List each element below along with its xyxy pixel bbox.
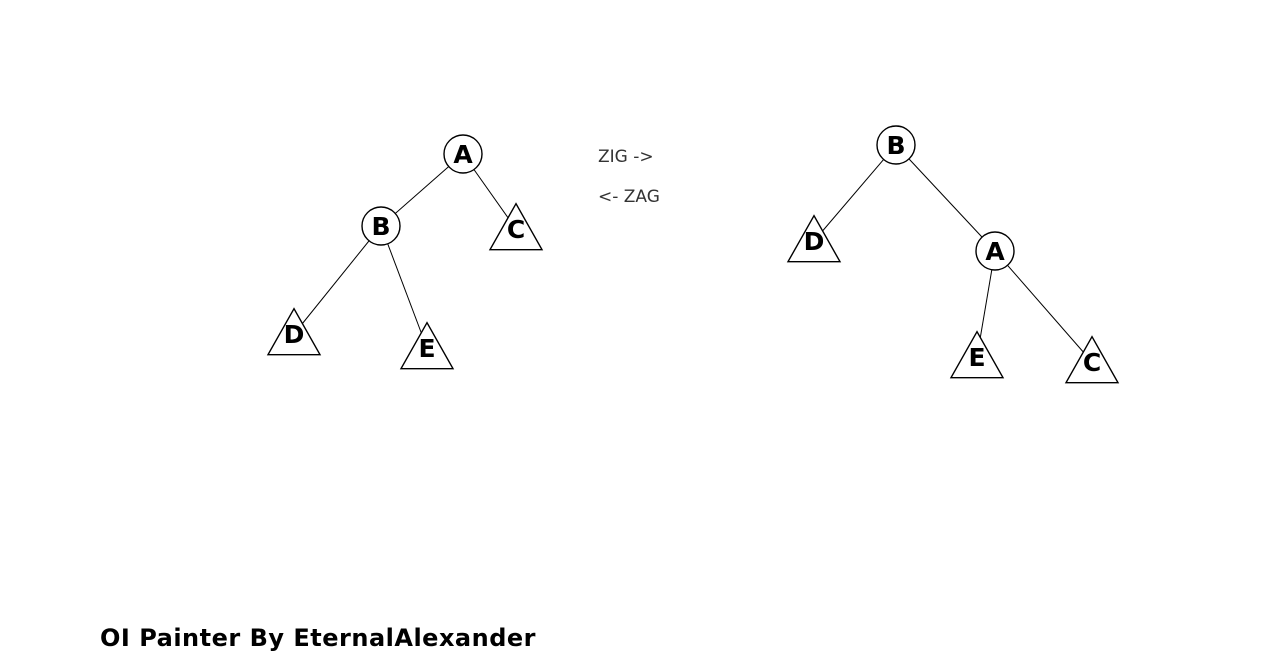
left-node-b-circle <box>361 206 401 246</box>
right-node-e: E <box>949 330 1005 379</box>
right-node-b-circle <box>876 125 916 165</box>
right-edge-a-c <box>994 250 1093 363</box>
left-node-b: B <box>361 206 401 246</box>
right-node-a: A <box>975 231 1015 271</box>
left-node-d-label: D <box>284 320 305 349</box>
left-node-d-triangle <box>266 307 322 356</box>
zig-label: ZIG -> <box>598 147 654 167</box>
right-node-c: C <box>1064 335 1120 384</box>
zag-label: <- ZAG <box>598 187 660 207</box>
right-node-e-label: E <box>968 343 985 372</box>
left-node-b-label: B <box>371 212 390 241</box>
left-edge-b-e <box>380 225 428 349</box>
left-node-a-circle <box>443 134 483 174</box>
footer-credit: OI Painter By EternalAlexander <box>100 624 536 652</box>
right-node-b: B <box>876 125 916 165</box>
right-tree-edges <box>813 144 1093 363</box>
right-edge-b-d <box>813 144 897 242</box>
left-node-c-label: C <box>507 215 525 244</box>
right-node-a-circle <box>975 231 1015 271</box>
left-node-a: A <box>443 134 483 174</box>
right-tree-nodes: B D A E C <box>786 125 1120 384</box>
left-tree-nodes: A B C D E <box>266 134 544 370</box>
right-node-d: D <box>786 214 842 263</box>
left-node-c-triangle <box>488 202 544 251</box>
left-node-c: C <box>488 202 544 251</box>
left-node-a-label: A <box>453 140 473 169</box>
right-node-a-label: A <box>985 237 1005 266</box>
right-node-d-triangle <box>786 214 842 263</box>
right-node-b-label: B <box>886 131 905 160</box>
left-tree: A B C D E <box>266 134 544 370</box>
left-node-e: E <box>399 321 455 370</box>
left-node-e-triangle <box>399 321 455 370</box>
left-tree-edges <box>293 153 517 349</box>
right-node-c-label: C <box>1083 348 1101 377</box>
left-node-d: D <box>266 307 322 356</box>
left-edge-b-d <box>293 225 382 335</box>
right-node-d-label: D <box>804 227 825 256</box>
left-node-e-label: E <box>418 334 435 363</box>
right-node-c-triangle <box>1064 335 1120 384</box>
right-tree: B D A E C <box>786 125 1120 384</box>
right-node-e-triangle <box>949 330 1005 379</box>
right-edge-b-a <box>895 144 996 252</box>
